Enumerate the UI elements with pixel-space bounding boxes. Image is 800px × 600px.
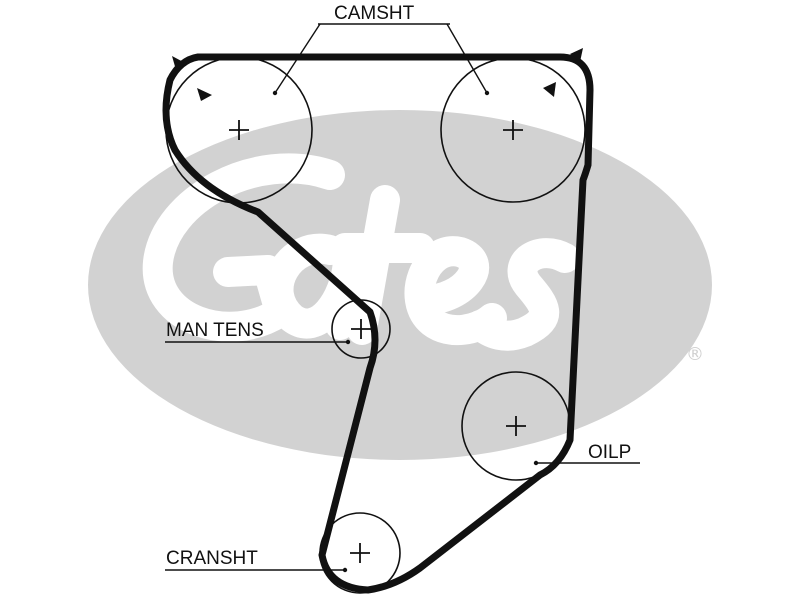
crankshaft-label: CRANSHT (166, 548, 258, 569)
watermark-ellipse (88, 110, 712, 460)
center-markers (229, 120, 526, 563)
rotation-arrows (172, 48, 583, 101)
registered-mark: ® (686, 344, 704, 365)
tensioner-label: MAN TENS (166, 320, 264, 341)
timing-belt (162, 53, 594, 594)
camshaft-leader-left (274, 23, 321, 94)
plus-icon (503, 120, 523, 140)
triangle-arrow-icon (197, 88, 212, 101)
triangle-arrow-icon (543, 82, 556, 97)
plus-icon (229, 120, 249, 140)
plus-icon (350, 543, 370, 563)
triangle-arrow-icon (570, 48, 583, 62)
plus-icon (351, 319, 371, 339)
leader-lines (165, 23, 640, 571)
leader-dots (272, 90, 539, 573)
plus-icon (506, 416, 526, 436)
camshaft-leader-right (446, 23, 488, 94)
triangle-arrow-icon (172, 56, 187, 70)
camshaft-label: CAMSHT (334, 3, 415, 24)
oil-pump-label: OILP (588, 442, 631, 463)
